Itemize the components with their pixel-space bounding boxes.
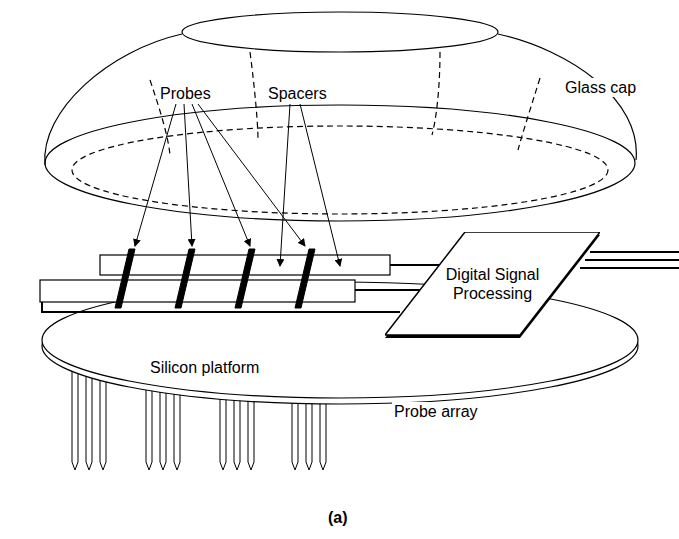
- signal-wires-part: [585, 259, 679, 261]
- glass-cap: [45, 12, 637, 221]
- chip-label: Digital Signal Processing: [443, 265, 543, 303]
- leader-arrows-part: [280, 104, 290, 266]
- leader-arrows-part: [184, 104, 192, 246]
- figure-caption: (a): [326, 508, 350, 527]
- part-label: Spacers: [266, 84, 329, 103]
- leader-arrows-part: [135, 104, 176, 246]
- glass-cap-part: [182, 12, 498, 52]
- probe-plates: [115, 249, 315, 308]
- part-label: Glass cap: [563, 78, 638, 97]
- part-label: Probes: [158, 84, 213, 103]
- glass-cap-part: [498, 34, 636, 160]
- leader-arrows-part: [192, 104, 250, 246]
- signal-wires-part: [580, 267, 679, 269]
- probe-plates-part: [115, 249, 135, 308]
- probe-needles-part: [72, 360, 78, 470]
- leader-arrows: [135, 104, 340, 266]
- glass-cap-part: [72, 126, 608, 214]
- spacer-bars: [40, 255, 390, 302]
- chip-face: [385, 232, 600, 335]
- glass-cap-part: [518, 78, 540, 150]
- leader-arrows-part: [300, 104, 340, 266]
- dsp-chip: Digital Signal Processing: [385, 232, 600, 335]
- signal-wires: [42, 252, 679, 312]
- signal-wires-part: [590, 251, 679, 253]
- glass-cap-part: [432, 52, 440, 135]
- part-label: Probe array: [392, 402, 480, 421]
- probe-plates-part: [175, 249, 195, 308]
- glass-cap-part: [45, 105, 635, 221]
- part-label: Silicon platform: [148, 358, 261, 377]
- glass-cap-part: [250, 52, 258, 140]
- spacer-bars-part: [40, 280, 355, 302]
- signal-wires-part: [42, 302, 400, 312]
- probe-plates-part: [295, 249, 315, 308]
- probe-plates-part: [235, 249, 255, 308]
